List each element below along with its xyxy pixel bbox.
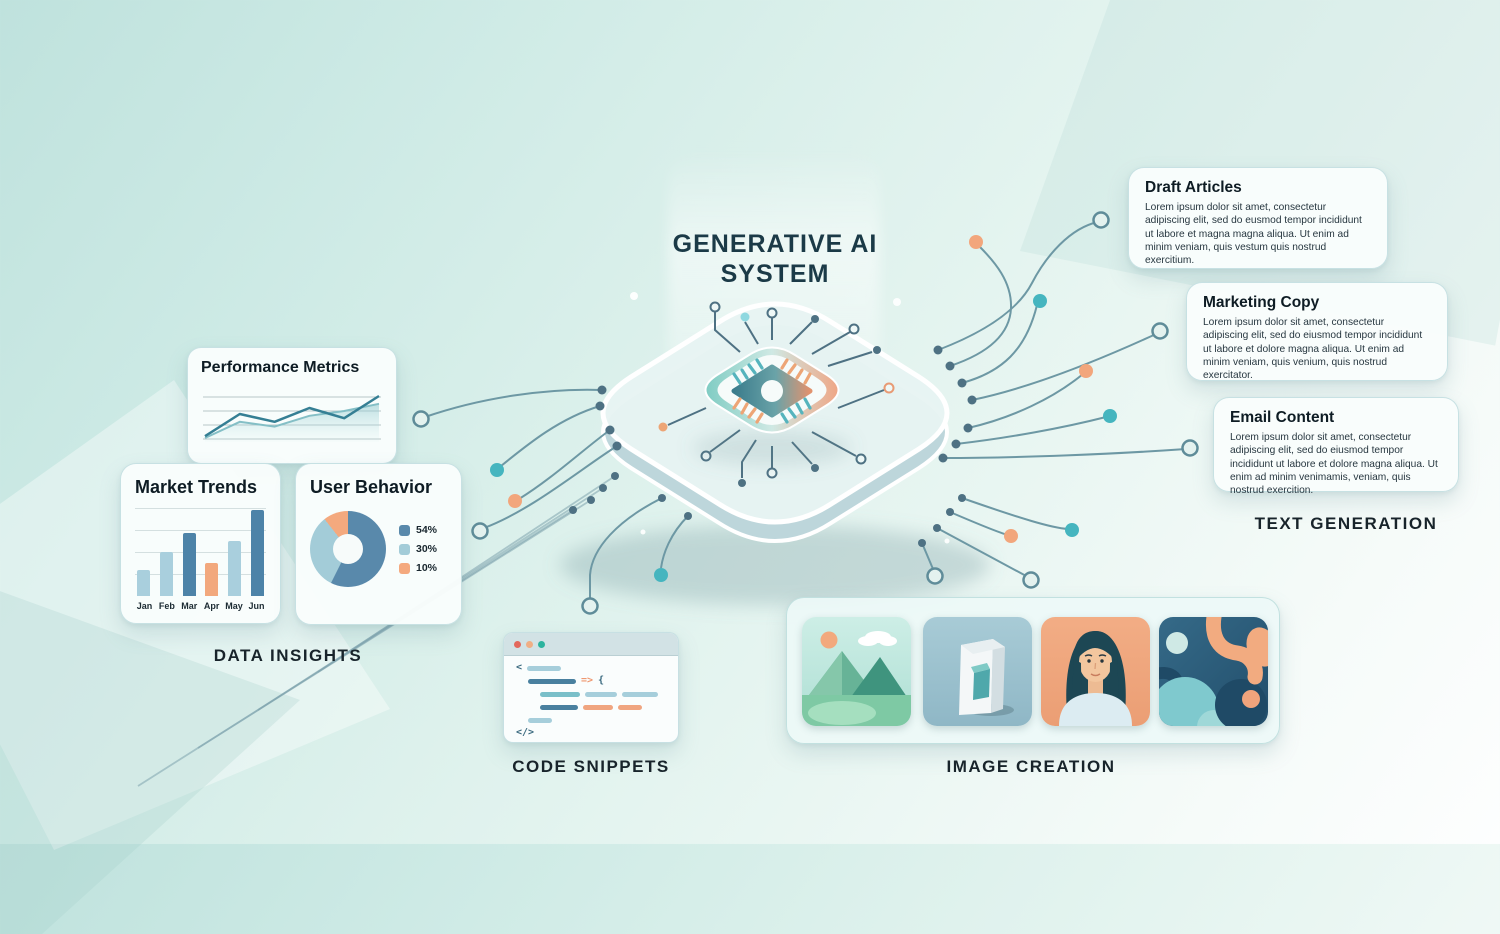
window-minimize-icon <box>526 640 533 648</box>
circuit-scene <box>137 211 1199 787</box>
box-top <box>961 639 1005 654</box>
thumbnail-product-box <box>923 617 1032 726</box>
image-creation-panel <box>786 597 1280 744</box>
draft-articles-body: Lorem ipsum dolor sit amet, consectetur … <box>1145 202 1362 266</box>
sun-icon <box>820 631 838 649</box>
area-series <box>205 403 379 442</box>
connector-end-dots <box>412 211 1199 615</box>
cloud-icon <box>858 631 897 646</box>
mountain <box>848 657 911 703</box>
code-bar <box>528 717 552 723</box>
legend-swatch <box>399 543 410 555</box>
code-bar <box>527 665 562 671</box>
page-title-line2: SYSTEM <box>720 260 830 288</box>
connection-curves <box>424 221 1187 600</box>
neck <box>1088 679 1103 697</box>
face <box>1079 642 1112 682</box>
thumbnail-portrait <box>1041 617 1150 726</box>
legend-swatch <box>399 562 410 574</box>
market-trends-title: Market Trends <box>135 477 258 497</box>
sparkle-dots <box>630 235 950 544</box>
bar-apr <box>205 563 219 596</box>
page-title: GENERATIVE AI SYSTEM <box>625 229 925 289</box>
email-content-body: Lorem ipsum dolor sit amet, consectetur … <box>1230 432 1438 496</box>
bar-x-label: Apr <box>203 601 220 611</box>
bar-may <box>228 541 242 596</box>
draft-articles-card: Draft Articles Lorem ipsum dolor sit ame… <box>1128 167 1388 269</box>
draft-articles-title: Draft Articles <box>1145 179 1242 196</box>
image-creation-label: IMAGE CREATION <box>946 757 1116 776</box>
primary-line-series <box>204 394 380 438</box>
marketing-copy-body: Lorem ipsum dolor sit amet, consectetur … <box>1203 317 1423 381</box>
code-lines: < => { </> <box>504 656 678 742</box>
performance-metrics-title: Performance Metrics <box>201 359 360 376</box>
data-insights-label: DATA INSIGHTS <box>213 646 363 665</box>
user-behavior-card: User Behavior 54% 30% 10% <box>295 463 462 625</box>
thumbnail-landscape <box>802 617 911 726</box>
text-generation-label: TEXT GENERATION <box>1254 514 1438 533</box>
marketing-copy-title: Marketing Copy <box>1203 294 1320 311</box>
code-bar <box>528 678 576 684</box>
code-snippets-label: CODE SNIPPETS <box>512 757 670 776</box>
legend-value: 10% <box>416 562 438 574</box>
chip-pins-teal <box>732 358 812 424</box>
code-bar <box>622 691 658 697</box>
box-logo-top <box>971 663 990 673</box>
user-behavior-donut-chart <box>310 511 386 587</box>
code-bar <box>585 691 617 697</box>
bar-jan <box>137 570 150 596</box>
box-side <box>991 639 1005 713</box>
ai-chip <box>692 346 852 466</box>
marketing-copy-card: Marketing Copy Lorem ipsum dolor sit ame… <box>1186 282 1448 381</box>
legend-row: 54% <box>399 524 437 536</box>
market-trends-card: Market Trends Jan Feb Mar Apr May Jun <box>120 463 281 624</box>
platform-edge-dots <box>569 345 977 547</box>
legend-value: 30% <box>416 543 438 555</box>
mountain-highlight <box>806 651 842 699</box>
market-bar-chart <box>135 508 266 596</box>
bar-feb <box>159 552 173 596</box>
bar-x-label: May <box>225 601 243 611</box>
performance-metrics-card: Performance Metrics <box>187 347 397 464</box>
code-bar <box>583 704 613 710</box>
code-bar <box>540 691 580 697</box>
code-editor-window: < => { </> <box>503 632 679 743</box>
code-bar <box>540 704 578 710</box>
code-bar <box>618 704 642 710</box>
bar-x-label: Jun <box>248 601 265 611</box>
bar-jun <box>250 510 264 596</box>
page-title-line1: GENERATIVE AI <box>672 230 878 258</box>
bar-chart-x-labels: Jan Feb Mar Apr May Jun <box>135 601 266 611</box>
performance-line-chart <box>201 383 383 445</box>
email-content-title: Email Content <box>1230 409 1335 426</box>
email-content-card: Email Content Lorem ipsum dolor sit amet… <box>1213 397 1459 496</box>
code-token-brace: { <box>598 675 605 686</box>
bar-x-label: Jan <box>136 601 153 611</box>
box-logo <box>973 669 990 700</box>
legend-row: 30% <box>399 543 437 555</box>
code-token-arrow: => <box>581 675 594 686</box>
shirt <box>1059 693 1132 726</box>
window-maximize-icon <box>538 640 545 648</box>
legend-row: 10% <box>399 562 437 574</box>
code-token-open: < <box>516 662 523 673</box>
bar-x-label: Mar <box>181 601 198 611</box>
window-titlebar <box>504 633 678 656</box>
thumbnail-abstract-pattern <box>1159 617 1268 726</box>
legend-value: 54% <box>416 524 438 536</box>
secondary-line-series <box>204 402 380 439</box>
bar-mar <box>182 533 196 596</box>
chip-core-center <box>761 380 783 402</box>
donut-legend: 54% 30% 10% <box>399 524 437 574</box>
window-close-icon <box>514 640 521 648</box>
code-token-close: </> <box>516 727 535 738</box>
user-behavior-title: User Behavior <box>310 477 433 497</box>
face-features <box>1084 654 1107 677</box>
bar-x-label: Feb <box>158 601 175 611</box>
legend-swatch <box>399 524 410 536</box>
chip-pins-orange <box>732 358 812 424</box>
